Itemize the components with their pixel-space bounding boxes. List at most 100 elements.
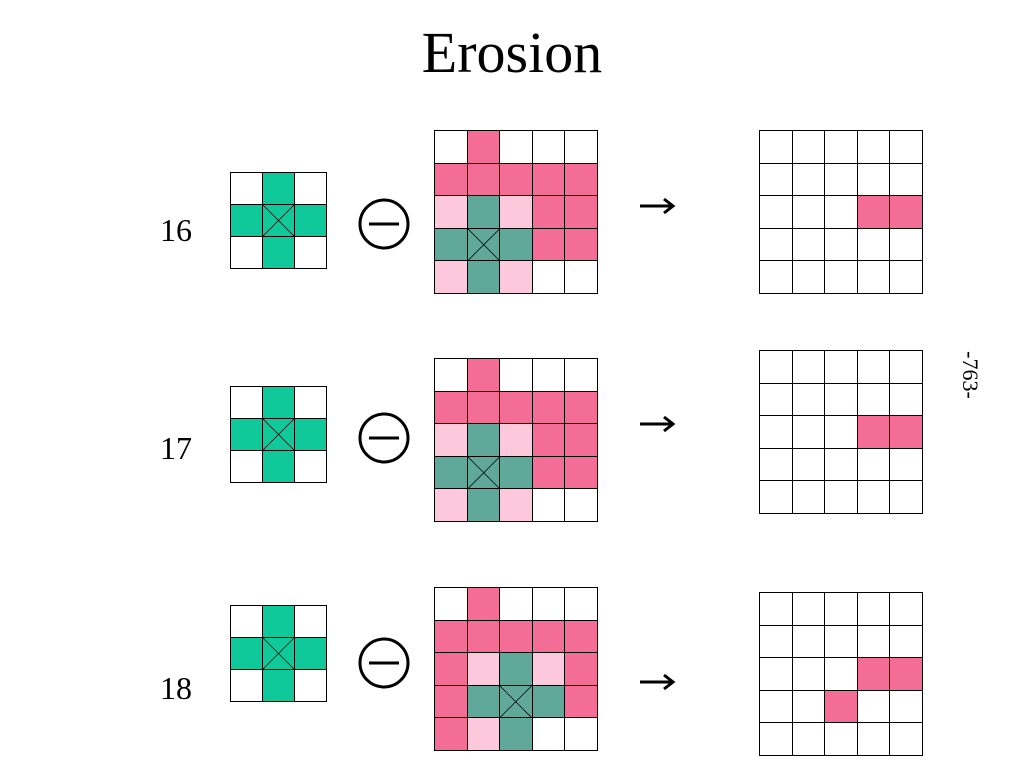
empty-cell bbox=[759, 592, 793, 626]
step-label: 18 bbox=[160, 670, 192, 706]
empty-cell bbox=[294, 450, 327, 483]
filled-cell bbox=[564, 227, 598, 261]
empty-cell bbox=[824, 722, 858, 756]
filled-cell bbox=[294, 637, 327, 670]
filled-cell bbox=[564, 195, 598, 229]
empty-cell bbox=[499, 130, 533, 164]
filled-cell bbox=[499, 684, 533, 718]
empty-cell bbox=[791, 350, 825, 384]
structuring-element bbox=[230, 386, 327, 483]
erosion-operator-icon bbox=[358, 637, 410, 689]
arrow-right-icon bbox=[640, 673, 676, 691]
filled-cell bbox=[434, 717, 468, 751]
empty-cell bbox=[856, 447, 890, 481]
empty-cell bbox=[230, 386, 263, 419]
filled-cell bbox=[262, 204, 295, 237]
structuring-element bbox=[230, 172, 327, 269]
result-grid bbox=[759, 350, 923, 514]
origin-cross-icon bbox=[500, 685, 532, 717]
page-title: Erosion bbox=[421, 20, 603, 85]
empty-cell bbox=[759, 722, 793, 756]
empty-cell bbox=[824, 350, 858, 384]
empty-cell bbox=[889, 162, 923, 196]
empty-cell bbox=[564, 717, 598, 751]
filled-cell bbox=[856, 195, 890, 229]
filled-cell bbox=[889, 195, 923, 229]
empty-cell bbox=[499, 358, 533, 392]
filled-cell bbox=[856, 415, 890, 449]
input-image-grid bbox=[434, 130, 598, 294]
empty-cell bbox=[791, 722, 825, 756]
filled-cell bbox=[262, 605, 295, 638]
empty-cell bbox=[889, 447, 923, 481]
filled-cell bbox=[531, 619, 565, 653]
filled-cell bbox=[564, 390, 598, 424]
empty-cell bbox=[230, 605, 263, 638]
empty-cell bbox=[294, 386, 327, 419]
filled-cell bbox=[434, 227, 468, 261]
filled-cell bbox=[856, 657, 890, 691]
origin-cross-icon bbox=[467, 456, 499, 488]
filled-cell bbox=[499, 390, 533, 424]
filled-cell bbox=[230, 637, 263, 670]
empty-cell bbox=[889, 227, 923, 261]
empty-cell bbox=[824, 415, 858, 449]
empty-cell bbox=[230, 236, 263, 269]
filled-cell bbox=[531, 455, 565, 489]
empty-cell bbox=[230, 172, 263, 205]
filled-cell bbox=[434, 455, 468, 489]
empty-cell bbox=[856, 130, 890, 164]
empty-cell bbox=[759, 130, 793, 164]
filled-cell bbox=[262, 637, 295, 670]
empty-cell bbox=[791, 227, 825, 261]
empty-cell bbox=[791, 260, 825, 294]
empty-cell bbox=[889, 350, 923, 384]
filled-cell bbox=[499, 652, 533, 686]
empty-cell bbox=[791, 382, 825, 416]
empty-cell bbox=[889, 480, 923, 514]
empty-cell bbox=[824, 480, 858, 514]
filled-cell bbox=[564, 162, 598, 196]
empty-cell bbox=[889, 130, 923, 164]
filled-cell bbox=[434, 260, 468, 294]
filled-cell bbox=[564, 619, 598, 653]
empty-cell bbox=[856, 592, 890, 626]
empty-cell bbox=[824, 657, 858, 691]
filled-cell bbox=[889, 415, 923, 449]
filled-cell bbox=[466, 130, 500, 164]
empty-cell bbox=[759, 260, 793, 294]
filled-cell bbox=[499, 423, 533, 457]
empty-cell bbox=[759, 382, 793, 416]
erosion-operator-icon bbox=[358, 412, 410, 464]
empty-cell bbox=[791, 415, 825, 449]
empty-cell bbox=[824, 162, 858, 196]
filled-cell bbox=[499, 195, 533, 229]
empty-cell bbox=[759, 227, 793, 261]
empty-cell bbox=[889, 689, 923, 723]
filled-cell bbox=[499, 227, 533, 261]
empty-cell bbox=[856, 689, 890, 723]
filled-cell bbox=[262, 450, 295, 483]
empty-cell bbox=[791, 480, 825, 514]
empty-cell bbox=[759, 657, 793, 691]
filled-cell bbox=[434, 195, 468, 229]
filled-cell bbox=[531, 195, 565, 229]
origin-cross-icon bbox=[263, 638, 294, 669]
filled-cell bbox=[499, 717, 533, 751]
empty-cell bbox=[856, 227, 890, 261]
empty-cell bbox=[824, 260, 858, 294]
empty-cell bbox=[856, 260, 890, 294]
empty-cell bbox=[759, 624, 793, 658]
filled-cell bbox=[564, 455, 598, 489]
empty-cell bbox=[791, 624, 825, 658]
filled-cell bbox=[262, 236, 295, 269]
filled-cell bbox=[434, 652, 468, 686]
empty-cell bbox=[856, 382, 890, 416]
empty-cell bbox=[824, 227, 858, 261]
empty-cell bbox=[564, 587, 598, 621]
filled-cell bbox=[294, 418, 327, 451]
filled-cell bbox=[466, 717, 500, 751]
empty-cell bbox=[824, 447, 858, 481]
empty-cell bbox=[889, 260, 923, 294]
